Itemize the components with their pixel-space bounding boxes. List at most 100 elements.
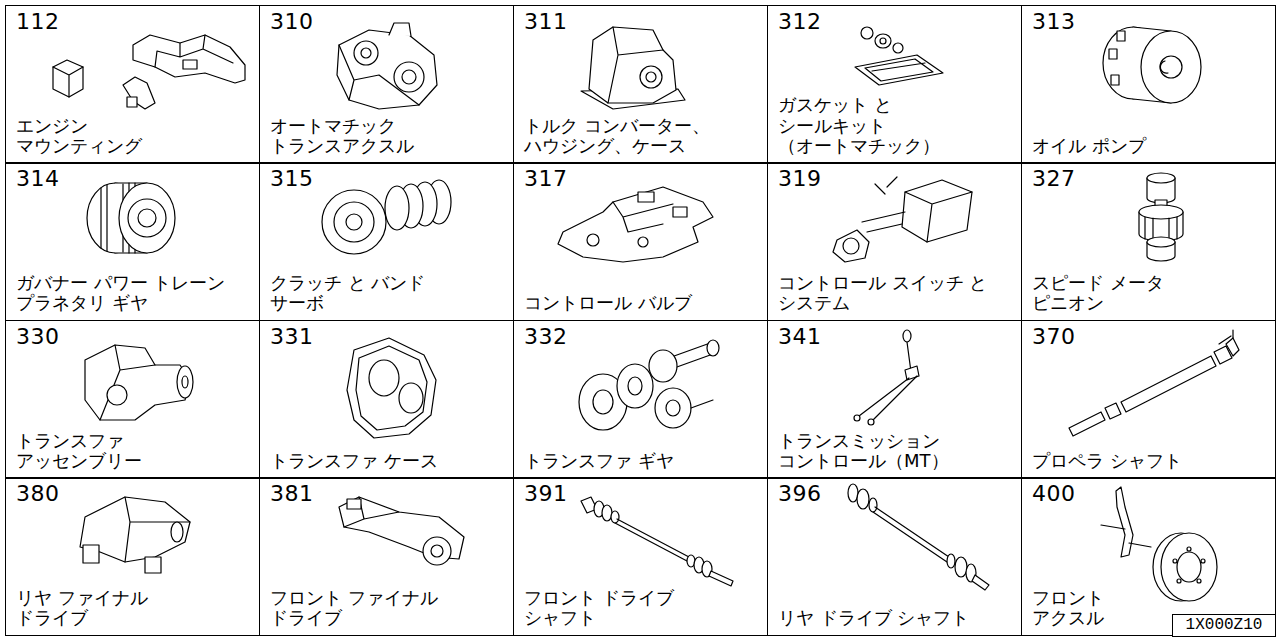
drawing-stroke bbox=[182, 376, 188, 388]
callout-number: 332 bbox=[524, 324, 759, 349]
drawing-stroke bbox=[347, 338, 436, 438]
drawing-stroke bbox=[907, 342, 911, 372]
callout-number: 315 bbox=[270, 166, 505, 191]
callout-number: 391 bbox=[524, 481, 759, 506]
drawing-stroke bbox=[1187, 547, 1191, 551]
drawing-stroke bbox=[385, 186, 409, 230]
drawing-stroke bbox=[83, 545, 99, 563]
drawing-stroke bbox=[1160, 61, 1168, 73]
drawing-stroke bbox=[1147, 237, 1175, 247]
callout-number: 396 bbox=[778, 481, 1013, 506]
drawing-stroke bbox=[346, 214, 362, 230]
part-name: リヤ ファイナル ドライブ bbox=[16, 588, 160, 629]
index-cell: 332 トランスファ ギヤ bbox=[513, 320, 768, 479]
drawing-stroke bbox=[1121, 356, 1216, 412]
drawing-stroke bbox=[1141, 31, 1201, 103]
drawing-stroke bbox=[947, 554, 955, 568]
callout-number: 112 bbox=[16, 9, 251, 34]
drawing-stroke bbox=[854, 415, 860, 421]
index-cell: 381フロント ファイナル ドライブ bbox=[259, 477, 514, 636]
drawing-stroke bbox=[905, 192, 972, 242]
drawing-stroke bbox=[615, 519, 689, 561]
part-name: トランスファ アッセンブリー bbox=[16, 431, 133, 472]
drawing-stroke bbox=[691, 400, 713, 408]
part-name: オイル ポンプ bbox=[1032, 136, 1267, 157]
drawing-stroke bbox=[171, 522, 183, 542]
drawing-stroke bbox=[955, 557, 967, 577]
drawing-stroke bbox=[354, 41, 378, 65]
figure-code: 1X000Z10 bbox=[1186, 616, 1263, 634]
drawing-stroke bbox=[344, 497, 399, 527]
drawing-stroke bbox=[857, 489, 869, 509]
index-cell: 314ガバナー パワー トレーン プラネタリ ギヤ bbox=[5, 162, 260, 321]
drawing-stroke bbox=[862, 212, 905, 232]
front-final-drive-drawing bbox=[339, 497, 464, 565]
drawing-stroke bbox=[133, 35, 245, 83]
drawing-stroke bbox=[1173, 559, 1177, 563]
drawing-stroke bbox=[322, 190, 386, 254]
converter-housing-drawing bbox=[581, 27, 685, 109]
drawing-stroke bbox=[638, 237, 648, 247]
drawing-stroke bbox=[611, 511, 619, 523]
drawing-stroke bbox=[85, 345, 190, 420]
drawing-stroke bbox=[123, 77, 155, 109]
index-cell: 311トルク コンバーター、 ハウジング、ケース bbox=[513, 5, 768, 164]
callout-number: 311 bbox=[524, 9, 759, 34]
index-cell: 400フロント アクスル bbox=[1021, 477, 1276, 636]
drawing-stroke bbox=[617, 364, 653, 408]
drawing-stroke bbox=[593, 390, 613, 414]
part-name: ガスケット と シールキット （オートマチック） bbox=[778, 95, 904, 157]
transaxle-drawing bbox=[337, 23, 437, 109]
rear-drive-shaft-drawing bbox=[848, 484, 989, 590]
drawing-stroke bbox=[640, 66, 662, 88]
index-cell: 327スピード メータ ピニオン bbox=[1021, 162, 1276, 321]
drawing-stroke bbox=[127, 97, 137, 107]
drawing-stroke bbox=[1111, 75, 1119, 85]
gasket-kit-drawing bbox=[855, 27, 943, 85]
drawing-stroke bbox=[865, 59, 933, 81]
drawing-stroke bbox=[1101, 525, 1151, 547]
callout-number: 310 bbox=[270, 9, 505, 34]
front-drive-shaft-drawing bbox=[581, 497, 733, 586]
drawing-stroke bbox=[869, 498, 877, 512]
index-cell: 330 トランスファ アッセンブリー bbox=[5, 320, 260, 479]
drawing-stroke bbox=[707, 340, 719, 356]
callout-number: 317 bbox=[524, 166, 759, 191]
pinion-drawing bbox=[1139, 173, 1183, 261]
drawing-stroke bbox=[399, 383, 423, 413]
drawing-stroke bbox=[1219, 330, 1233, 344]
part-name: ガバナー パワー トレーン プラネタリ ギヤ bbox=[16, 273, 232, 314]
part-name: トランスファ ケース bbox=[270, 451, 505, 472]
callout-number: 330 bbox=[16, 324, 251, 349]
planetary-gear-drawing bbox=[87, 183, 175, 253]
part-name: フロント ドライブ シャフト bbox=[524, 588, 686, 629]
drawing-stroke bbox=[558, 187, 713, 262]
drawing-stroke bbox=[1109, 49, 1117, 59]
control-valve-drawing bbox=[558, 187, 713, 262]
drawing-stroke bbox=[347, 499, 361, 509]
part-name: オートマチック トランスアクスル bbox=[270, 116, 405, 157]
drawing-stroke bbox=[423, 537, 451, 565]
drawing-stroke bbox=[905, 366, 919, 380]
drawing-stroke bbox=[145, 557, 161, 573]
transfer-gear-drawing bbox=[579, 340, 719, 430]
callout-number: 381 bbox=[270, 481, 505, 506]
drawing-stroke bbox=[649, 350, 677, 382]
drawing-stroke bbox=[138, 209, 156, 227]
index-cell: 112エンジン マウンティング bbox=[5, 5, 260, 164]
drawing-stroke bbox=[80, 497, 190, 562]
drawing-stroke bbox=[394, 62, 424, 92]
part-name: トランスファ ギヤ bbox=[524, 451, 759, 472]
part-name: コントロール バルブ bbox=[524, 293, 759, 314]
propeller-shaft-drawing bbox=[1069, 330, 1239, 436]
drawing-stroke bbox=[369, 360, 399, 396]
drawing-stroke bbox=[389, 23, 411, 36]
drawing-stroke bbox=[868, 419, 874, 425]
drawing-stroke bbox=[1139, 205, 1183, 219]
callout-number: 319 bbox=[778, 166, 1013, 191]
drawing-stroke bbox=[880, 38, 886, 44]
oil-pump-drawing bbox=[1103, 27, 1201, 103]
drawing-stroke bbox=[902, 180, 972, 242]
index-cell: 317 コントロール バルブ bbox=[513, 162, 768, 321]
callout-number: 400 bbox=[1032, 481, 1267, 506]
